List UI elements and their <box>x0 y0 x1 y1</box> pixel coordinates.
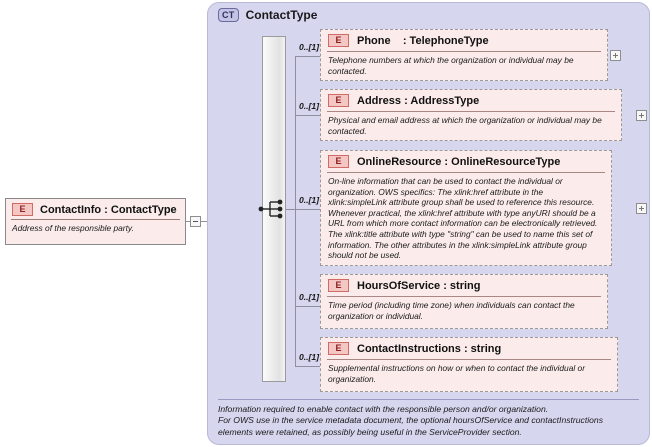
cardinality-child-1: 0..[1] <box>299 42 320 52</box>
plus-icon[interactable] <box>636 203 647 214</box>
footer-line-1: Information required to enable contact w… <box>218 403 549 414</box>
element-badge-icon: E <box>12 203 33 216</box>
element-name: HoursOfService : string <box>357 279 481 292</box>
element-badge-icon: E <box>328 279 349 292</box>
plus-icon[interactable] <box>636 110 647 121</box>
divider <box>327 111 615 112</box>
element-box-phone[interactable]: E Phone : TelephoneType Telephone number… <box>320 29 608 81</box>
root-element-name: ContactInfo : ContactType <box>40 203 177 216</box>
complextype-title: ContactType <box>245 8 318 22</box>
sequence-icon <box>258 198 292 220</box>
element-documentation: Supplemental instructions on how or when… <box>328 363 585 384</box>
cardinality-child-2: 0..[1] <box>299 101 320 111</box>
element-name: Address : AddressType <box>357 94 480 107</box>
root-element-header: E ContactInfo : ContactType <box>6 199 185 219</box>
connector-seq-out <box>286 209 296 210</box>
element-box-hoursofservice[interactable]: E HoursOfService : string Time period (i… <box>320 274 608 329</box>
footer-line-3: elements were retained, as possibly bein… <box>218 426 522 437</box>
element-badge-icon: E <box>328 342 349 355</box>
connector-child-3 <box>295 209 320 210</box>
divider <box>327 172 605 173</box>
complextype-footer-annotation: Information required to enable contact w… <box>218 398 639 438</box>
element-documentation: On-line information that can be used to … <box>328 176 598 261</box>
divider <box>327 296 601 297</box>
element-header: E OnlineResource : OnlineResourceType <box>321 151 611 171</box>
footer-line-2: For OWS use in the service metadata docu… <box>218 415 604 426</box>
element-header: E HoursOfService : string <box>321 275 607 295</box>
minus-icon[interactable] <box>190 216 201 227</box>
element-documentation: Time period (including time zone) when i… <box>328 300 575 321</box>
element-documentation: Telephone numbers at which the organizat… <box>328 55 574 76</box>
element-name: Phone : TelephoneType <box>357 34 489 47</box>
element-name: ContactInstructions : string <box>357 342 502 355</box>
element-documentation: Physical and email address at which the … <box>328 115 602 136</box>
connector-child-2 <box>295 115 320 116</box>
root-element-contactinfo[interactable]: E ContactInfo : ContactType Address of t… <box>5 198 186 245</box>
connector-child-4 <box>295 306 320 307</box>
element-badge-icon: E <box>328 94 349 107</box>
divider <box>11 219 180 220</box>
element-header: E Phone : TelephoneType <box>321 30 607 50</box>
divider <box>327 359 611 360</box>
cardinality-child-3: 0..[1] <box>299 195 320 205</box>
cardinality-child-4: 0..[1] <box>299 292 320 302</box>
divider <box>327 51 601 52</box>
element-box-address[interactable]: E Address : AddressType Physical and ema… <box>320 89 622 141</box>
element-header: E Address : AddressType <box>321 90 621 110</box>
cardinality-child-5: 0..[1] <box>299 352 320 362</box>
element-box-contactinstructions[interactable]: E ContactInstructions : string Supplemen… <box>320 337 618 392</box>
plus-icon[interactable] <box>610 50 621 61</box>
complextype-badge-icon: CT <box>218 8 239 22</box>
connector-child-5 <box>295 366 320 367</box>
connector-child-1 <box>295 56 320 57</box>
element-box-onlineresource[interactable]: E OnlineResource : OnlineResourceType On… <box>320 150 612 266</box>
element-name: OnlineResource : OnlineResourceType <box>357 155 561 168</box>
root-element-documentation: Address of the responsible party. <box>12 223 134 233</box>
element-badge-icon: E <box>328 155 349 168</box>
element-header: E ContactInstructions : string <box>321 338 617 358</box>
complextype-header: CT ContactType <box>218 8 317 22</box>
connector-trunk <box>295 56 296 366</box>
element-badge-icon: E <box>328 34 349 47</box>
